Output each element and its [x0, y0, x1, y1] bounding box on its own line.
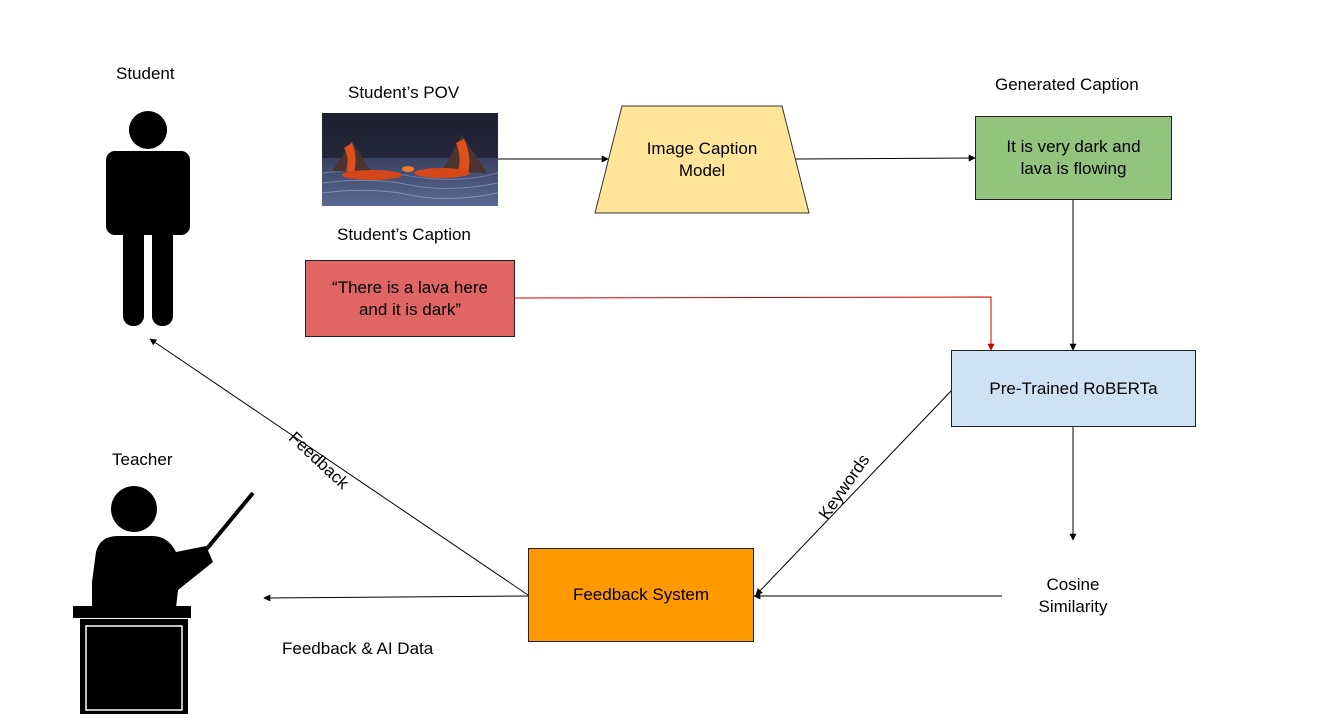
- student-caption-line1: “There is a lava here: [332, 277, 488, 297]
- roberta-box: Pre-Trained RoBERTa: [951, 350, 1196, 427]
- student-caption-line2: and it is dark”: [358, 299, 462, 319]
- edge-roberta-to-feedback-keywords: [755, 389, 953, 596]
- generated-caption-line2: lava is flowing: [1020, 159, 1127, 178]
- feedback-ai-data-label: Feedback & AI Data: [282, 639, 434, 658]
- student-label: Student: [116, 64, 175, 83]
- teacher-label: Teacher: [112, 450, 173, 469]
- student-figure-icon: [106, 111, 190, 326]
- edge-studentcaption-to-roberta: [514, 296, 995, 351]
- cosine-line2: Similarity: [1038, 597, 1108, 616]
- edge-feedback-to-student: [149, 338, 529, 596]
- feedback-system-text: Feedback System: [572, 585, 710, 604]
- generated-caption-box: It is very dark and lava is flowing: [975, 116, 1172, 200]
- edge-feedback-to-teacher: [263, 594, 529, 602]
- cosine-line1: Cosine: [1046, 575, 1100, 594]
- student-pov-image: [322, 113, 498, 206]
- edge-model-to-generated: [795, 154, 976, 162]
- generated-caption-line1: It is very dark and: [1006, 137, 1141, 156]
- image-caption-model-line2: Model: [678, 160, 726, 180]
- image-caption-model-text: Image Caption Model: [595, 106, 809, 213]
- teacher-figure-icon: [73, 486, 255, 714]
- feedback-system-box: Feedback System: [528, 548, 754, 642]
- cosine-similarity-label: Cosine Similarity: [1023, 574, 1123, 618]
- students-pov-label: Student’s POV: [348, 83, 460, 102]
- image-caption-model-line1: Image Caption: [646, 138, 758, 158]
- image-caption-model-shape: [594, 105, 810, 214]
- generated-caption-label: Generated Caption: [995, 75, 1139, 94]
- student-caption-box: “There is a lava here and it is dark”: [305, 260, 515, 337]
- roberta-text: Pre-Trained RoBERTa: [989, 378, 1158, 398]
- students-caption-label: Student’s Caption: [337, 225, 471, 244]
